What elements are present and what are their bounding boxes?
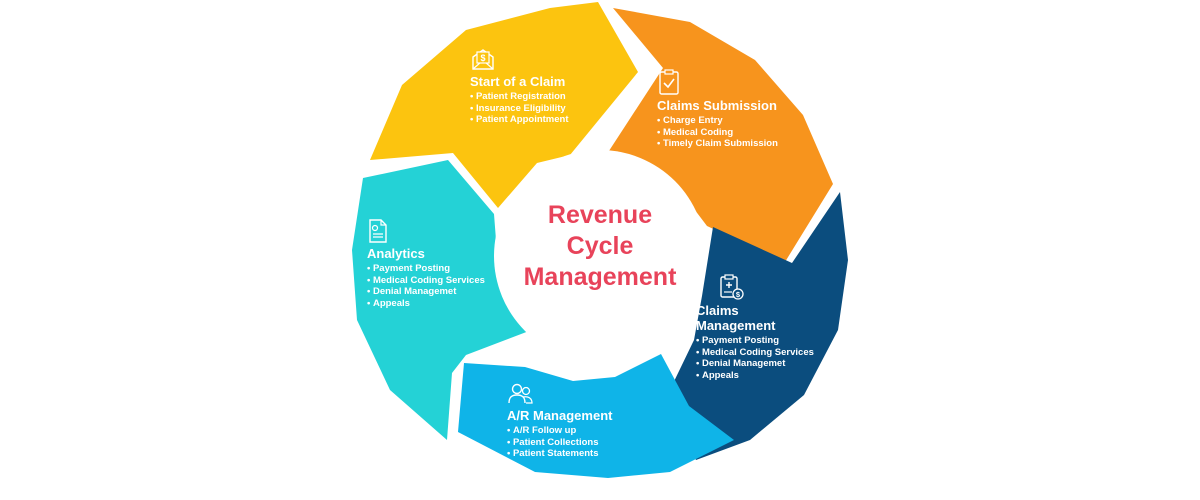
- medical-bill-icon: $: [720, 274, 744, 300]
- analytics-items: Payment Posting Medical Coding Services …: [367, 263, 485, 309]
- list-item: Payment Posting: [367, 263, 485, 275]
- list-item: Patient Collections: [507, 437, 612, 449]
- money-envelope-icon: $: [472, 49, 494, 70]
- list-item: A/R Follow up: [507, 425, 612, 437]
- users-icon: [508, 383, 533, 404]
- list-item: Appeals: [367, 298, 485, 310]
- clipboard-check-icon: [659, 69, 679, 95]
- list-item: Denial Managemet: [367, 286, 485, 298]
- list-item: Medical Coding Services: [696, 347, 814, 359]
- label-claims-submission: Claims Submission Charge Entry Medical C…: [657, 68, 778, 150]
- list-item: Denial Managemet: [696, 358, 814, 370]
- claims-submission-title: Claims Submission: [657, 98, 777, 113]
- svg-text:$: $: [736, 290, 741, 299]
- svg-text:$: $: [480, 53, 485, 63]
- label-ar-management: A/R Management A/R Follow up Patient Col…: [507, 382, 612, 460]
- claims-submission-items: Charge Entry Medical Coding Timely Claim…: [657, 115, 778, 150]
- label-start-of-claim: $ Start of a Claim Patient Registration …: [470, 46, 569, 126]
- list-item: Patient Appointment: [470, 114, 569, 126]
- segment-claims-management: [666, 192, 848, 460]
- list-item: Medical Coding: [657, 127, 778, 139]
- claims-management-title-line2: Management: [696, 318, 776, 333]
- list-item: Charge Entry: [657, 115, 778, 127]
- list-item: Patient Registration: [470, 91, 569, 103]
- list-item: Insurance Eligibility: [470, 103, 569, 115]
- start-of-claim-title: Start of a Claim: [470, 74, 566, 89]
- center-title: Revenue Cycle Management: [500, 200, 700, 293]
- list-item: Medical Coding Services: [367, 275, 485, 287]
- claims-management-title-line1: Claims: [696, 303, 739, 318]
- analytics-title: Analytics: [367, 246, 425, 261]
- center-title-line3: Management: [523, 263, 677, 291]
- label-analytics: Analytics Payment Posting Medical Coding…: [367, 218, 485, 309]
- start-of-claim-items: Patient Registration Insurance Eligibili…: [470, 91, 569, 126]
- center-circle: [494, 150, 706, 362]
- center-title-line1: Revenue: [547, 201, 653, 229]
- report-document-icon: [369, 219, 387, 243]
- list-item: Payment Posting: [696, 335, 814, 347]
- claims-management-items: Payment Posting Medical Coding Services …: [696, 335, 814, 381]
- ar-management-title: A/R Management: [507, 408, 613, 423]
- claims-management-title: Claims Management: [696, 303, 814, 333]
- ar-management-items: A/R Follow up Patient Collections Patien…: [507, 425, 612, 460]
- list-item: Patient Statements: [507, 448, 612, 460]
- center-title-line2: Cycle: [566, 232, 634, 260]
- label-claims-management: $ Claims Management Payment Posting Medi…: [696, 273, 814, 381]
- list-item: Timely Claim Submission: [657, 138, 778, 150]
- list-item: Appeals: [696, 370, 814, 382]
